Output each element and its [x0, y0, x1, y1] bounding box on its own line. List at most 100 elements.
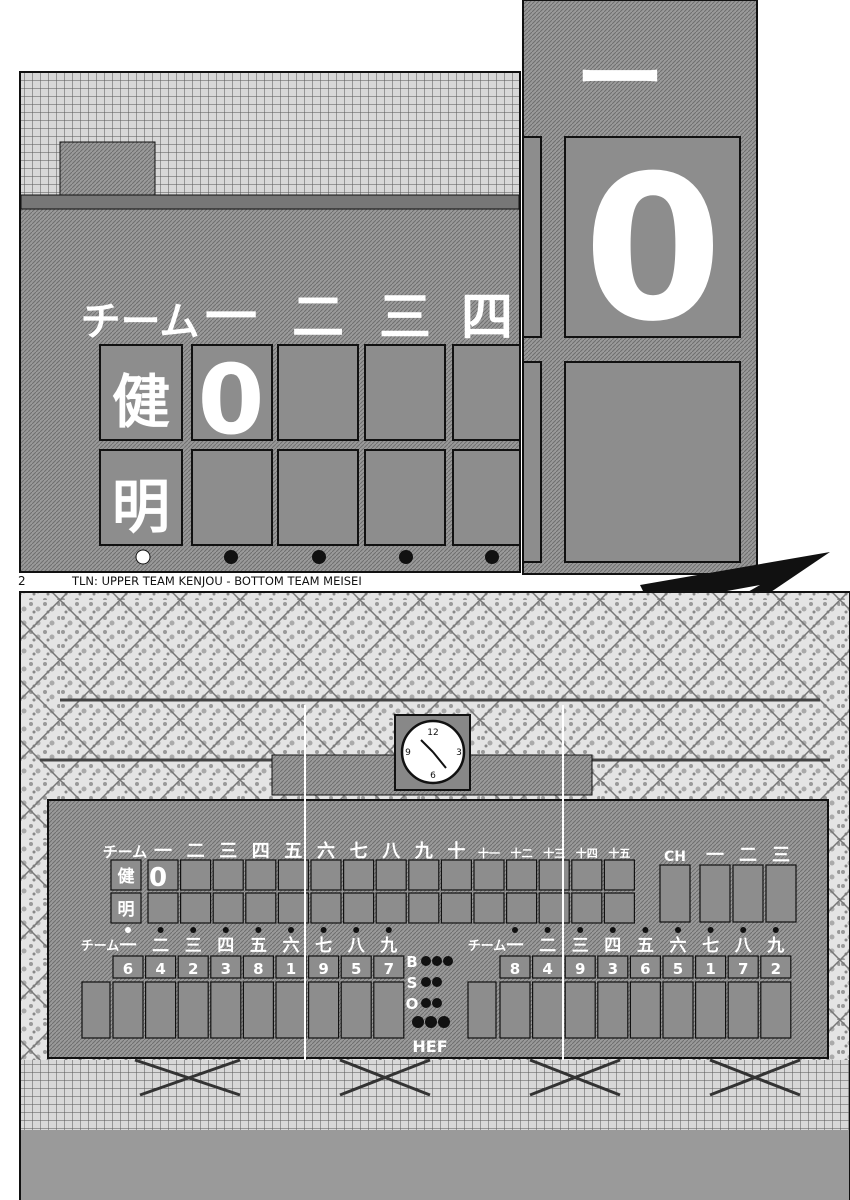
- player-cell: [210, 981, 242, 1039]
- batting-order: 四: [604, 936, 621, 956]
- batting-order: 五: [250, 936, 267, 956]
- page-number: 2: [18, 574, 26, 588]
- score-cell: [277, 859, 309, 891]
- team-cell-kenjou: [99, 344, 183, 441]
- inning-label: 十: [447, 840, 465, 862]
- batting-order: 九: [379, 936, 397, 956]
- hef-lamp: [412, 1016, 424, 1028]
- score-cell: [538, 892, 570, 924]
- position-number: 7: [738, 960, 748, 978]
- inning-label: 十三: [543, 846, 565, 860]
- position-number: 9: [575, 960, 585, 978]
- player-cell: [177, 981, 209, 1039]
- count-lamp: [421, 956, 431, 966]
- bso-label-B: B: [406, 953, 417, 971]
- ch-cell: [699, 864, 731, 923]
- score-cell: [440, 892, 472, 924]
- batting-order: 九: [766, 936, 784, 956]
- player-cell: [694, 981, 727, 1039]
- count-lamp: [421, 998, 431, 1008]
- score-cell: [375, 859, 407, 891]
- score-cell: [147, 892, 179, 924]
- player-cell: [145, 981, 177, 1039]
- count-lamp: [443, 956, 453, 966]
- score-cell: [245, 859, 277, 891]
- score-cell: [245, 892, 277, 924]
- inning-label: 五: [284, 841, 302, 862]
- score-cell: [212, 892, 244, 924]
- score-cell: [506, 859, 538, 891]
- score-cell: [375, 892, 407, 924]
- hef-label: HEF: [412, 1037, 447, 1056]
- team-label-kenjou: 健: [112, 368, 170, 436]
- inning-cell: [452, 344, 521, 441]
- inning-label: 六: [317, 840, 335, 862]
- position-number: 4: [155, 960, 165, 978]
- lineup-team-header: チーム: [81, 939, 120, 954]
- lineup-team-cell: [467, 981, 497, 1039]
- bso-label-S: S: [407, 974, 418, 992]
- inning-cell: [277, 449, 359, 546]
- score-cell: [473, 892, 505, 924]
- tall-header: ー: [575, 27, 665, 132]
- player-cell: [662, 981, 694, 1039]
- position-number: 2: [188, 960, 198, 978]
- batting-order: 三: [185, 936, 202, 956]
- inning-label: 十二: [511, 846, 533, 860]
- score-cell: [180, 859, 212, 891]
- score-cell: [571, 859, 603, 891]
- hef-lamp: [438, 1016, 450, 1028]
- position-number: 5: [351, 960, 361, 978]
- batting-order: 二: [152, 936, 169, 956]
- ch-cell: [732, 864, 764, 923]
- closeup-header-2: 二: [292, 288, 344, 348]
- batting-order: 一: [120, 936, 137, 956]
- position-number: 8: [253, 960, 263, 978]
- inning-cell: [452, 449, 521, 546]
- ch-header: 三: [772, 845, 790, 866]
- score-cell: [571, 892, 603, 924]
- batting-order: 八: [735, 936, 753, 956]
- score-cell: [538, 859, 570, 891]
- inning-label: 九: [414, 841, 433, 862]
- inning-cell: [364, 449, 446, 546]
- closeup-header-4: 四: [461, 288, 513, 348]
- position-number: 3: [608, 960, 618, 978]
- position-number: 5: [673, 960, 683, 978]
- svg-text:3: 3: [456, 748, 462, 758]
- player-cell: [373, 981, 405, 1039]
- clock: 12 3 6 9: [400, 719, 466, 785]
- player-cell: [760, 981, 792, 1039]
- closeup-header-0: チーム: [81, 299, 200, 345]
- batting-order: 六: [670, 935, 687, 956]
- batting-order: 二: [539, 936, 556, 956]
- score-cell: [408, 859, 440, 891]
- position-number: 6: [640, 960, 650, 978]
- batting-order: 八: [348, 936, 366, 956]
- inning-label: 十四: [576, 846, 598, 860]
- tall-score: 0: [583, 133, 722, 366]
- inning-cell: [191, 449, 273, 546]
- team-header: チーム: [103, 843, 148, 861]
- score-cell: [473, 859, 505, 891]
- closeup-score: 0: [198, 344, 265, 456]
- score-cell: [147, 859, 179, 891]
- position-number: 6: [123, 960, 133, 978]
- team-meisei: 明: [118, 900, 135, 920]
- inning-label: 二: [187, 841, 205, 862]
- position-number: 9: [318, 960, 328, 978]
- ch-header: 一: [706, 845, 724, 866]
- player-cell: [499, 981, 531, 1039]
- player-cell: [531, 981, 564, 1039]
- inning-cell: [277, 344, 359, 441]
- closeup-header-3: 三: [379, 288, 431, 348]
- position-number: 1: [705, 960, 715, 978]
- score-cell: [180, 892, 212, 924]
- closeup-header-1: 一: [205, 288, 257, 348]
- position-number: 8: [510, 960, 520, 978]
- inning-cell: [364, 344, 446, 441]
- count-lamp: [432, 998, 442, 1008]
- score-cell: [603, 892, 636, 924]
